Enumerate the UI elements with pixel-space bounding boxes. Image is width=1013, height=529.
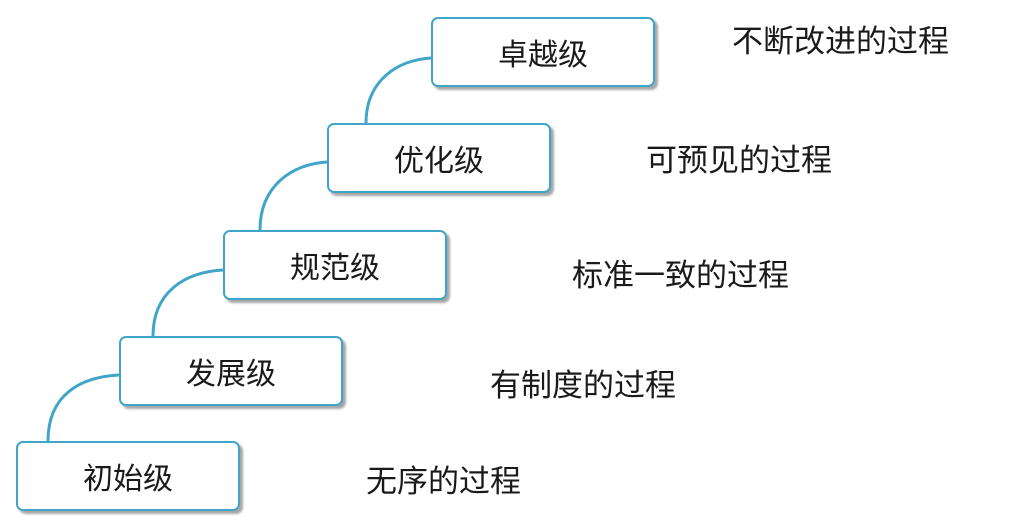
level-box-developing: 发展级 — [119, 336, 343, 406]
level-label: 优化级 — [394, 144, 484, 179]
level-description-excellent: 不断改进的过程 — [732, 24, 949, 60]
connector-level2-level3 — [151, 268, 224, 337]
level-label: 发展级 — [186, 357, 276, 392]
level-label: 规范级 — [290, 251, 380, 286]
connector-level1-level2 — [46, 373, 120, 442]
level-label: 卓越级 — [498, 38, 588, 73]
connector-level3-level4 — [258, 160, 328, 231]
connector-level4-level5 — [364, 56, 432, 124]
level-description-optimizing: 可预见的过程 — [646, 143, 832, 179]
level-box-initial: 初始级 — [16, 441, 240, 511]
level-label: 初始级 — [83, 462, 173, 497]
level-description-initial: 无序的过程 — [366, 464, 521, 500]
level-description-developing: 有制度的过程 — [490, 368, 676, 404]
level-box-optimizing: 优化级 — [327, 123, 551, 193]
level-description-standardized: 标准一致的过程 — [572, 258, 789, 294]
level-box-excellent: 卓越级 — [431, 17, 655, 87]
level-box-standardized: 规范级 — [223, 230, 447, 300]
